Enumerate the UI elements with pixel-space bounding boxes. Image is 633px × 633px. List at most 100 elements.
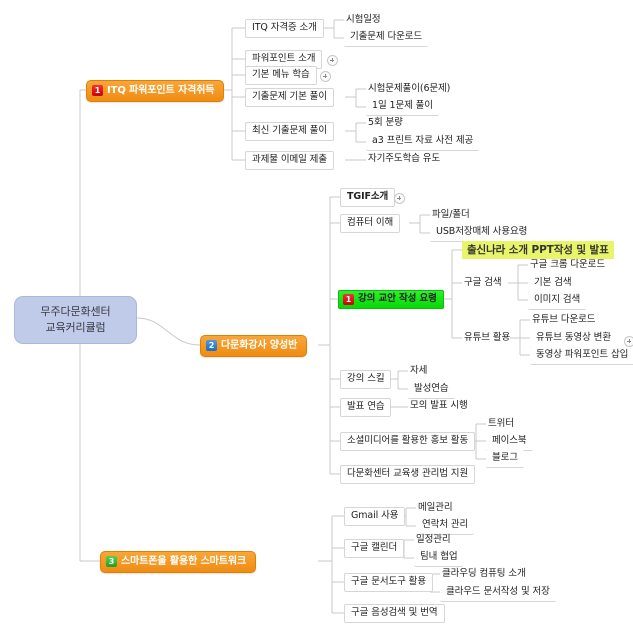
node-label: 시험일정	[346, 14, 381, 25]
node-label: 구글 음성검색 및 번역	[351, 607, 438, 618]
leaf-node-one-a-day[interactable]: 1일 1문제 풀이	[366, 98, 439, 116]
node-label: 유튜브 다운로드	[532, 314, 596, 325]
node-label: 블로그	[492, 452, 518, 463]
node-label: 기출문제 기본 풀이	[252, 91, 327, 102]
node-label: 클라우드 문서작성 및 저장	[446, 586, 550, 597]
leaf-node-self-directed-learning[interactable]: 자기주도학습 유도	[366, 151, 442, 168]
sub-node-assignment-email[interactable]: 과제물 이메일 제출	[245, 151, 334, 170]
leaf-node-usb-storage[interactable]: USB저장매체 사용요령	[430, 224, 534, 242]
sub-node-social-media-promotion[interactable]: 소셜미디어를 활용한 홍보 활동	[340, 432, 476, 451]
leaf-node-mail-management[interactable]: 메일관리	[416, 500, 455, 517]
node-label: 자세	[410, 365, 428, 376]
node-label: 파워포인트 소개	[252, 53, 316, 64]
leaf-node-blog[interactable]: 블로그	[486, 450, 524, 468]
sub-node-google-calendar[interactable]: 구글 캘린더	[344, 539, 405, 558]
leaf-node-mock-presentation[interactable]: 모의 발표 시행	[408, 398, 470, 415]
sub-node-computer-understanding[interactable]: 컴퓨터 이해	[340, 214, 401, 233]
sub-node-recent-past-exam[interactable]: 최신 기출문제 풀이	[245, 122, 334, 141]
leaf-node-5-sets[interactable]: 5회 분량	[366, 115, 405, 132]
leaf-node-schedule-management[interactable]: 일정관리	[414, 532, 453, 549]
badge-number-icon: 1	[92, 85, 103, 97]
leaf-node-twitter[interactable]: 트위터	[486, 416, 516, 433]
branch-label: ITQ 파워포인트 자격취득	[107, 85, 215, 96]
leaf-node-past-exam-download[interactable]: 기출문제 다운로드	[344, 29, 429, 47]
node-label: 1일 1문제 풀이	[372, 100, 433, 111]
sub-node-google-search[interactable]: 구글 검색	[462, 275, 503, 292]
branch-node-2[interactable]: 2 다문화강사 양성반	[200, 335, 308, 357]
leaf-node-exam-solving-6[interactable]: 시험문제풀이(6문제)	[366, 81, 452, 98]
sub-node-google-docs[interactable]: 구글 문서도구 활용	[344, 573, 433, 592]
sub-node-tgif-intro[interactable]: TGIF소개	[340, 188, 396, 207]
node-label: 출신나라 소개 PPT작성 및 발표	[467, 244, 609, 256]
node-label: 구글 캘린더	[351, 542, 398, 553]
node-label: 페이스북	[492, 435, 527, 446]
sub-node-student-management-support[interactable]: 다문화센터 교육생 관리법 지원	[340, 465, 476, 484]
node-label: 기본 검색	[534, 277, 572, 288]
expand-plus-icon[interactable]	[394, 193, 405, 204]
expand-plus-icon[interactable]	[320, 71, 331, 82]
leaf-node-exam-schedule[interactable]: 시험일정	[344, 12, 383, 29]
node-label: 동영상 파워포인트 삽입	[536, 349, 629, 360]
branch-node-1[interactable]: 1 ITQ 파워포인트 자격취득	[86, 80, 225, 102]
node-label: 트위터	[488, 418, 514, 429]
node-label: 이미지 검색	[534, 294, 581, 305]
node-label: Gmail 사용	[351, 510, 399, 521]
expand-plus-icon[interactable]	[327, 55, 338, 66]
badge-number-icon: 2	[206, 340, 217, 352]
node-label: 유튜브 활용	[464, 332, 511, 343]
leaf-node-posture[interactable]: 자세	[408, 363, 429, 380]
node-label: 기본 메뉴 학습	[252, 69, 310, 80]
node-label: TGIF소개	[347, 191, 389, 202]
leaf-node-country-intro-ppt[interactable]: 출신나라 소개 PPT작성 및 발표	[462, 241, 614, 260]
leaf-node-chrome-download[interactable]: 구글 크롬 다운로드	[528, 257, 607, 274]
sub-node-itq-intro[interactable]: ITQ 자격증 소개	[245, 19, 324, 38]
leaf-node-image-search[interactable]: 이미지 검색	[528, 292, 587, 310]
sub-node-youtube-usage[interactable]: 유튜브 활용	[462, 330, 512, 347]
leaf-node-file-folder[interactable]: 파일/폴더	[430, 207, 472, 224]
node-label: 발표 연습	[347, 401, 385, 412]
leaf-node-team-collaboration[interactable]: 팀내 협업	[414, 549, 464, 567]
sub-node-past-exam-basic[interactable]: 기출문제 기본 풀이	[245, 88, 334, 107]
leaf-node-a3-print[interactable]: a3 프린트 자료 사전 제공	[366, 133, 480, 151]
leaf-node-cloud-computing-intro[interactable]: 클라우딩 컴퓨팅 소개	[440, 566, 528, 583]
node-label: 소셜미디어를 활용한 홍보 활동	[347, 435, 469, 446]
root-node[interactable]: 무주다문화센터 교육커리큘럼	[14, 296, 137, 344]
root-label-line2: 교육커리큘럼	[45, 320, 106, 334]
branch-label: 스마트폰을 활용한 스마트워크	[121, 556, 247, 567]
leaf-node-basic-search[interactable]: 기본 검색	[528, 275, 578, 293]
expand-plus-icon[interactable]	[624, 336, 633, 347]
node-label: 기출문제 다운로드	[350, 31, 423, 42]
leaf-node-cloud-doc-save[interactable]: 클라우드 문서작성 및 저장	[440, 584, 556, 602]
sub-node-gmail-usage[interactable]: Gmail 사용	[344, 507, 406, 526]
node-label: 모의 발표 시행	[410, 400, 468, 411]
leaf-node-contacts-management[interactable]: 연락처 관리	[416, 517, 475, 535]
leaf-node-youtube-download[interactable]: 유튜브 다운로드	[530, 312, 597, 329]
sub-node-basic-menu[interactable]: 기본 메뉴 학습	[245, 66, 317, 85]
node-label: 일정관리	[416, 534, 451, 545]
node-label: ITQ 자격증 소개	[252, 22, 317, 33]
sub-node-presentation-practice[interactable]: 발표 연습	[340, 398, 392, 417]
leaf-node-facebook[interactable]: 페이스북	[486, 433, 533, 451]
leaf-node-youtube-convert[interactable]: 유튜브 동영상 변환	[530, 330, 617, 348]
branch-node-3[interactable]: 3 스마트폰을 활용한 스마트워크	[100, 551, 257, 573]
node-label: 발성연습	[414, 383, 449, 394]
node-label: 연락처 관리	[422, 519, 469, 530]
sub-node-google-voice-search[interactable]: 구글 음성검색 및 번역	[344, 604, 445, 623]
badge-number-icon: 1	[343, 294, 354, 305]
node-label: 강의 교안 작성 요령	[358, 293, 437, 305]
node-label: 구글 문서도구 활용	[351, 576, 426, 587]
leaf-node-video-ppt-insert[interactable]: 동영상 파워포인트 삽입	[530, 347, 633, 365]
node-label: 최신 기출문제 풀이	[252, 125, 327, 136]
leaf-node-vocal-practice[interactable]: 발성연습	[408, 381, 455, 399]
node-label: 클라우딩 컴퓨팅 소개	[442, 568, 526, 579]
sub-node-lecture-skill[interactable]: 강의 스킬	[340, 370, 392, 389]
node-label: 자기주도학습 유도	[368, 153, 441, 164]
node-label: 5회 분량	[368, 117, 403, 128]
root-label-line1: 무주다문화센터	[40, 305, 111, 318]
node-label: 메일관리	[418, 502, 453, 513]
node-label: 팀내 협업	[420, 551, 458, 562]
sub-node-lecture-plan-writing[interactable]: 1 강의 교안 작성 요령	[338, 290, 444, 309]
node-label: 파일/폴더	[432, 209, 470, 220]
branch-label: 다문화강사 양성반	[221, 340, 298, 351]
